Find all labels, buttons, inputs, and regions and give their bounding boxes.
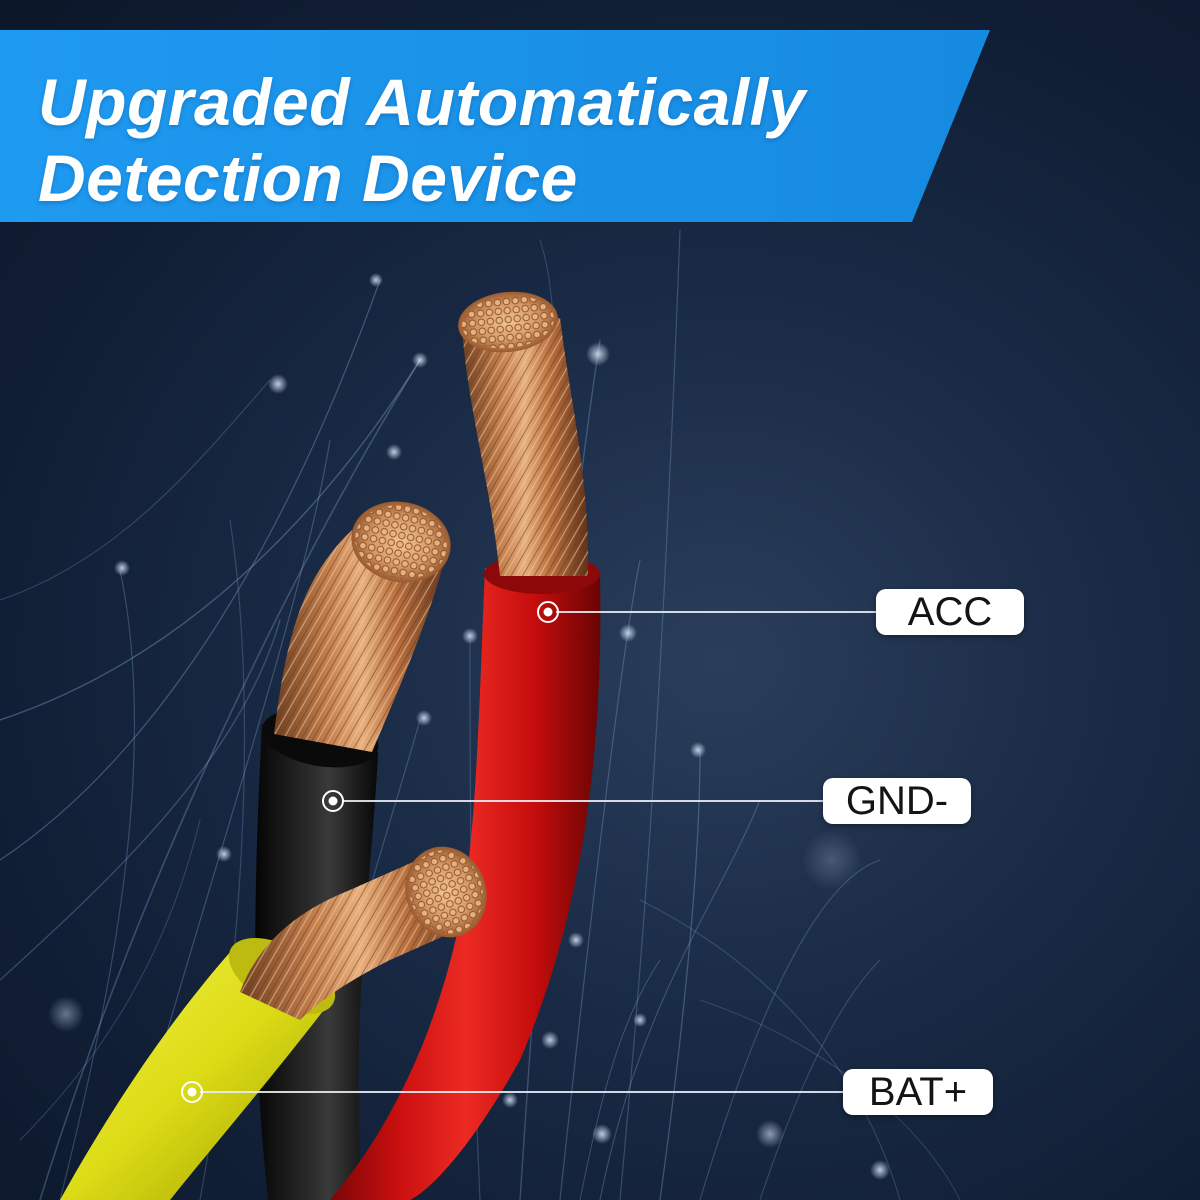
headline-line-2: Detection Device (38, 141, 578, 215)
headline-line-1: Upgraded Automatically (38, 65, 806, 139)
title-banner: Upgraded Automatically Detection Device (0, 30, 990, 222)
gnd-label: GND- (823, 778, 971, 824)
banner-background (0, 30, 990, 222)
bat-marker (181, 1081, 203, 1103)
acc-wire (330, 291, 601, 1200)
fiber-tips (48, 273, 890, 1180)
callout-lines (200, 611, 876, 1093)
bat-wire (60, 846, 487, 1200)
acc-marker (537, 601, 559, 623)
bat-label: BAT+ (843, 1069, 993, 1115)
fiber-optic-background (0, 229, 961, 1200)
gnd-marker (322, 790, 344, 812)
headline: Upgraded Automatically Detection Device (38, 64, 806, 216)
acc-label: ACC (876, 589, 1024, 635)
